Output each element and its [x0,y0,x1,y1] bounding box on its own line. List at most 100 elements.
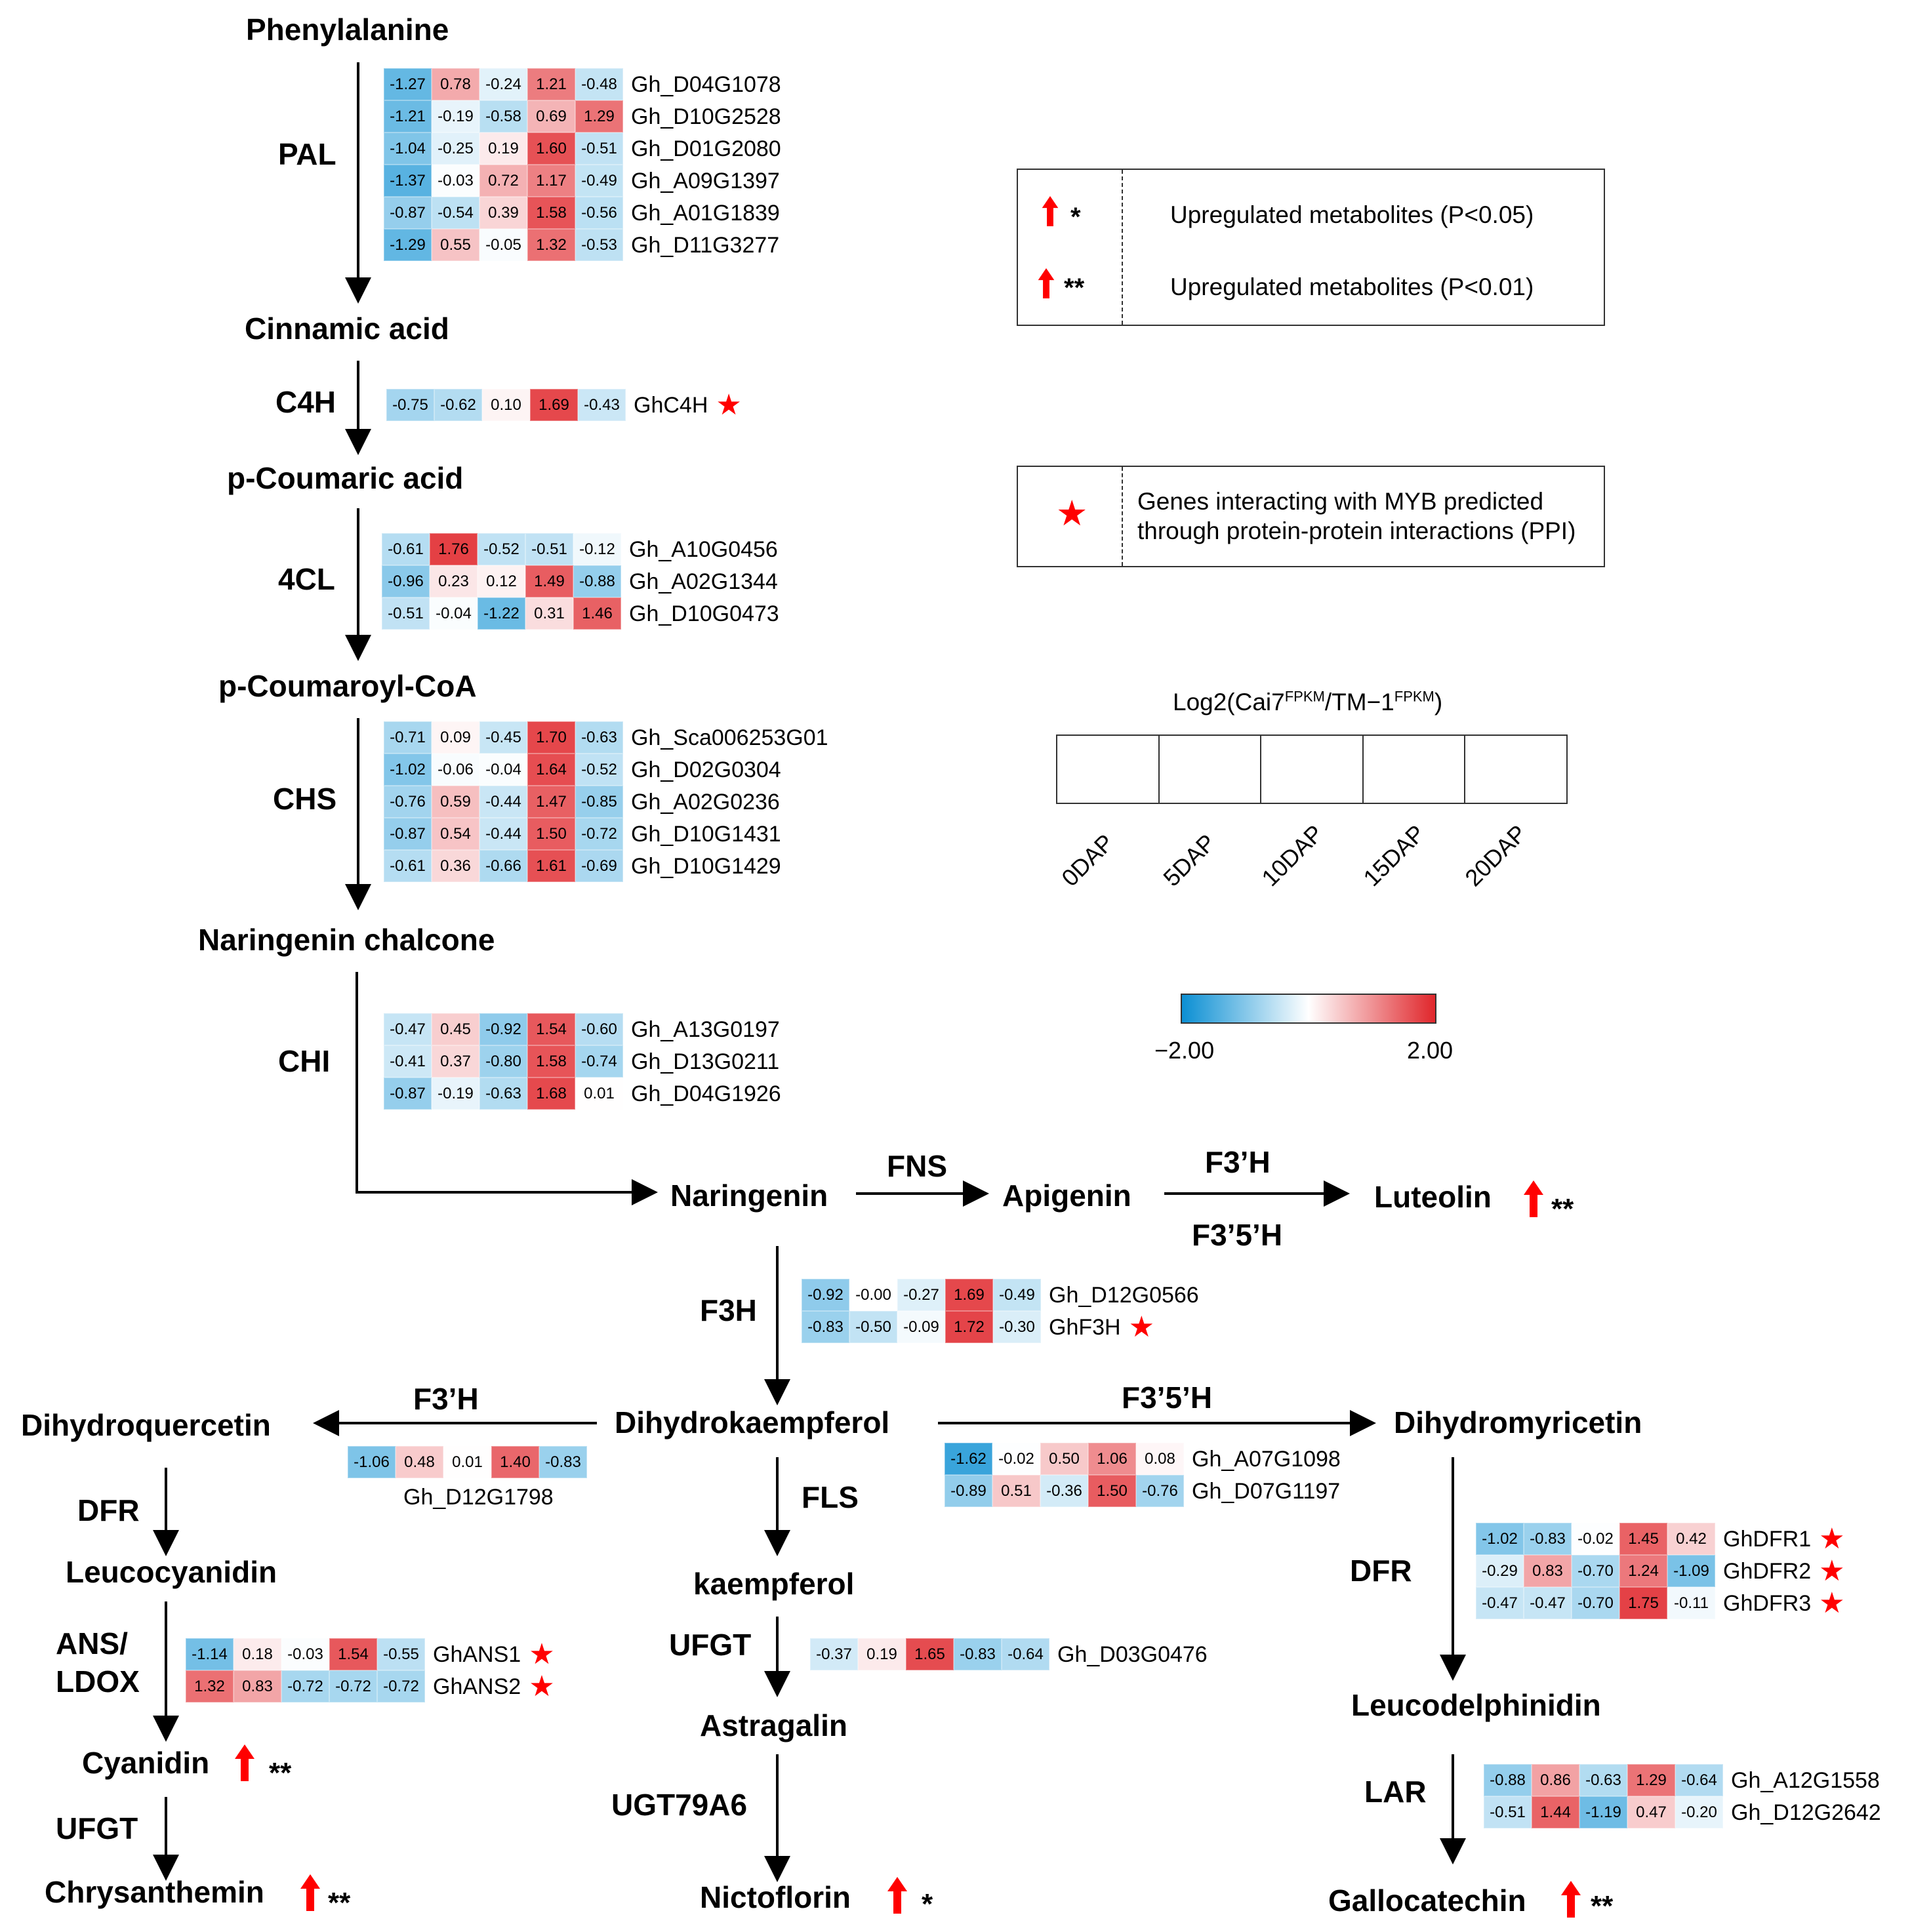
gene-label: GhDFR1★ [1723,1522,1845,1555]
heatmap-cell: -1.19 [1579,1796,1627,1828]
enzyme-c4h: C4H [275,385,336,419]
heatmap-cell: -0.88 [1484,1764,1532,1796]
heatmap-cell: -0.87 [384,1077,432,1110]
gene-label: Gh_A02G0236 [631,789,780,815]
heatmap-cell: 1.06 [1088,1443,1136,1475]
heatmap-cell: -1.21 [384,100,432,132]
heatmap-cell: -0.51 [525,533,573,565]
enzyme-dfr-left: DFR [77,1493,140,1527]
compound-dihydromyricetin: Dihydromyricetin [1394,1405,1642,1439]
heatmap-cell: -0.51 [382,597,430,630]
heatmap-cell: 1.65 [906,1638,954,1670]
heatmap-cell: -0.25 [432,132,479,165]
star-icon: ★ [1819,1554,1845,1587]
heatmap-cell: -0.30 [993,1311,1041,1343]
heatmap-cell: -1.09 [1667,1555,1715,1587]
enzyme-ugt79a6: UGT79A6 [611,1788,748,1822]
heatmap-cell: 0.18 [234,1638,281,1670]
heatmap-cell: -0.41 [384,1045,432,1077]
heatmap-cell: 0.39 [479,197,527,229]
up-arrow-icon [887,1877,907,1914]
heatmap-cell: -0.69 [575,850,623,882]
heatmap-cell: 0.01 [443,1446,491,1478]
heatmap-cell: -0.36 [1040,1475,1088,1507]
compound-luteolin: Luteolin [1374,1180,1492,1214]
compound-cinnamic-acid: Cinnamic acid [245,312,449,346]
compound-gallocatechin: Gallocatechin [1328,1883,1526,1918]
gene-label: GhF3H★ [1049,1310,1155,1343]
gene-label: GhC4H★ [634,388,742,421]
heatmap-cell: -0.04 [479,754,527,786]
heatmap-cell: 1.32 [186,1670,234,1702]
star-icon: ★ [529,1670,555,1702]
heatmap-cell: -1.04 [384,132,432,165]
gene-label: Gh_A02G1344 [629,569,778,594]
heatmap-cell: -0.83 [1524,1523,1572,1555]
gene-label: Gh_D10G1431 [631,821,781,847]
enzyme-ufgt-mid: UFGT [669,1628,752,1662]
heatmap-cell: -0.55 [377,1638,425,1670]
heatmap-cell: -0.03 [281,1638,329,1670]
heatmap-cell: 1.29 [575,100,623,132]
enzyme-dfr-right: DFR [1350,1554,1412,1588]
heatmap-cell: -0.62 [434,389,482,421]
heatmap-cell: 0.08 [1136,1443,1184,1475]
star-icon: ★ [1056,494,1088,533]
up-arrow-icon [1042,196,1059,226]
significance-gallocatechin: ** [1591,1890,1614,1922]
heatmap-cell: -0.61 [384,850,432,882]
compound-naringenin: Naringenin [670,1178,828,1213]
up-arrow-icon [1524,1180,1543,1217]
up-arrow-icon [300,1874,320,1911]
heatmap-cell: 1.60 [527,132,575,165]
heatmap-cell: -1.14 [186,1638,234,1670]
heatmap-cell: 1.72 [945,1311,993,1343]
heatmap-cell: -0.80 [479,1045,527,1077]
heatmap-cell: 1.58 [527,197,575,229]
heatmap-cell: -0.24 [479,68,527,100]
heatmap-cell: -0.64 [1002,1638,1049,1670]
heatmap-cell: -0.06 [432,754,479,786]
compound-astragalin: Astragalin [700,1708,847,1742]
up-arrow-icon [1038,268,1055,298]
gene-label: Gh_D10G0473 [629,601,779,626]
heatmap-cell: -0.27 [897,1279,945,1311]
star-icon: ★ [529,1638,555,1670]
enzyme-f3ph-top: F3’H [1205,1145,1271,1179]
compound-cyanidin: Cyanidin [82,1746,210,1780]
gene-label: Gh_A10G0456 [629,536,778,562]
heatmap-cell: -0.63 [1579,1764,1627,1796]
heatmap-cell: -0.52 [575,754,623,786]
heatmap-cell: -0.76 [384,786,432,818]
heatmap-cell: -0.51 [575,132,623,165]
heatmap-cell: -0.60 [575,1013,623,1045]
gene-label: Gh_D13G0211 [631,1049,780,1074]
enzyme-f3ph-left: F3’H [413,1382,479,1416]
heatmap-cell: -0.47 [1524,1587,1572,1619]
heatmap-cell: -0.72 [575,818,623,850]
heatmap-cell: -0.51 [1484,1796,1532,1828]
gene-label: Gh_D10G2528 [631,104,781,129]
heatmap-cell: -1.02 [1476,1523,1524,1555]
heatmap-cell: -0.54 [432,197,479,229]
heatmap-cell: -0.02 [1572,1523,1619,1555]
enzyme-f35h-right: F3’5’H [1122,1380,1213,1415]
gene-label: Gh_Sca006253G01 [631,725,828,750]
